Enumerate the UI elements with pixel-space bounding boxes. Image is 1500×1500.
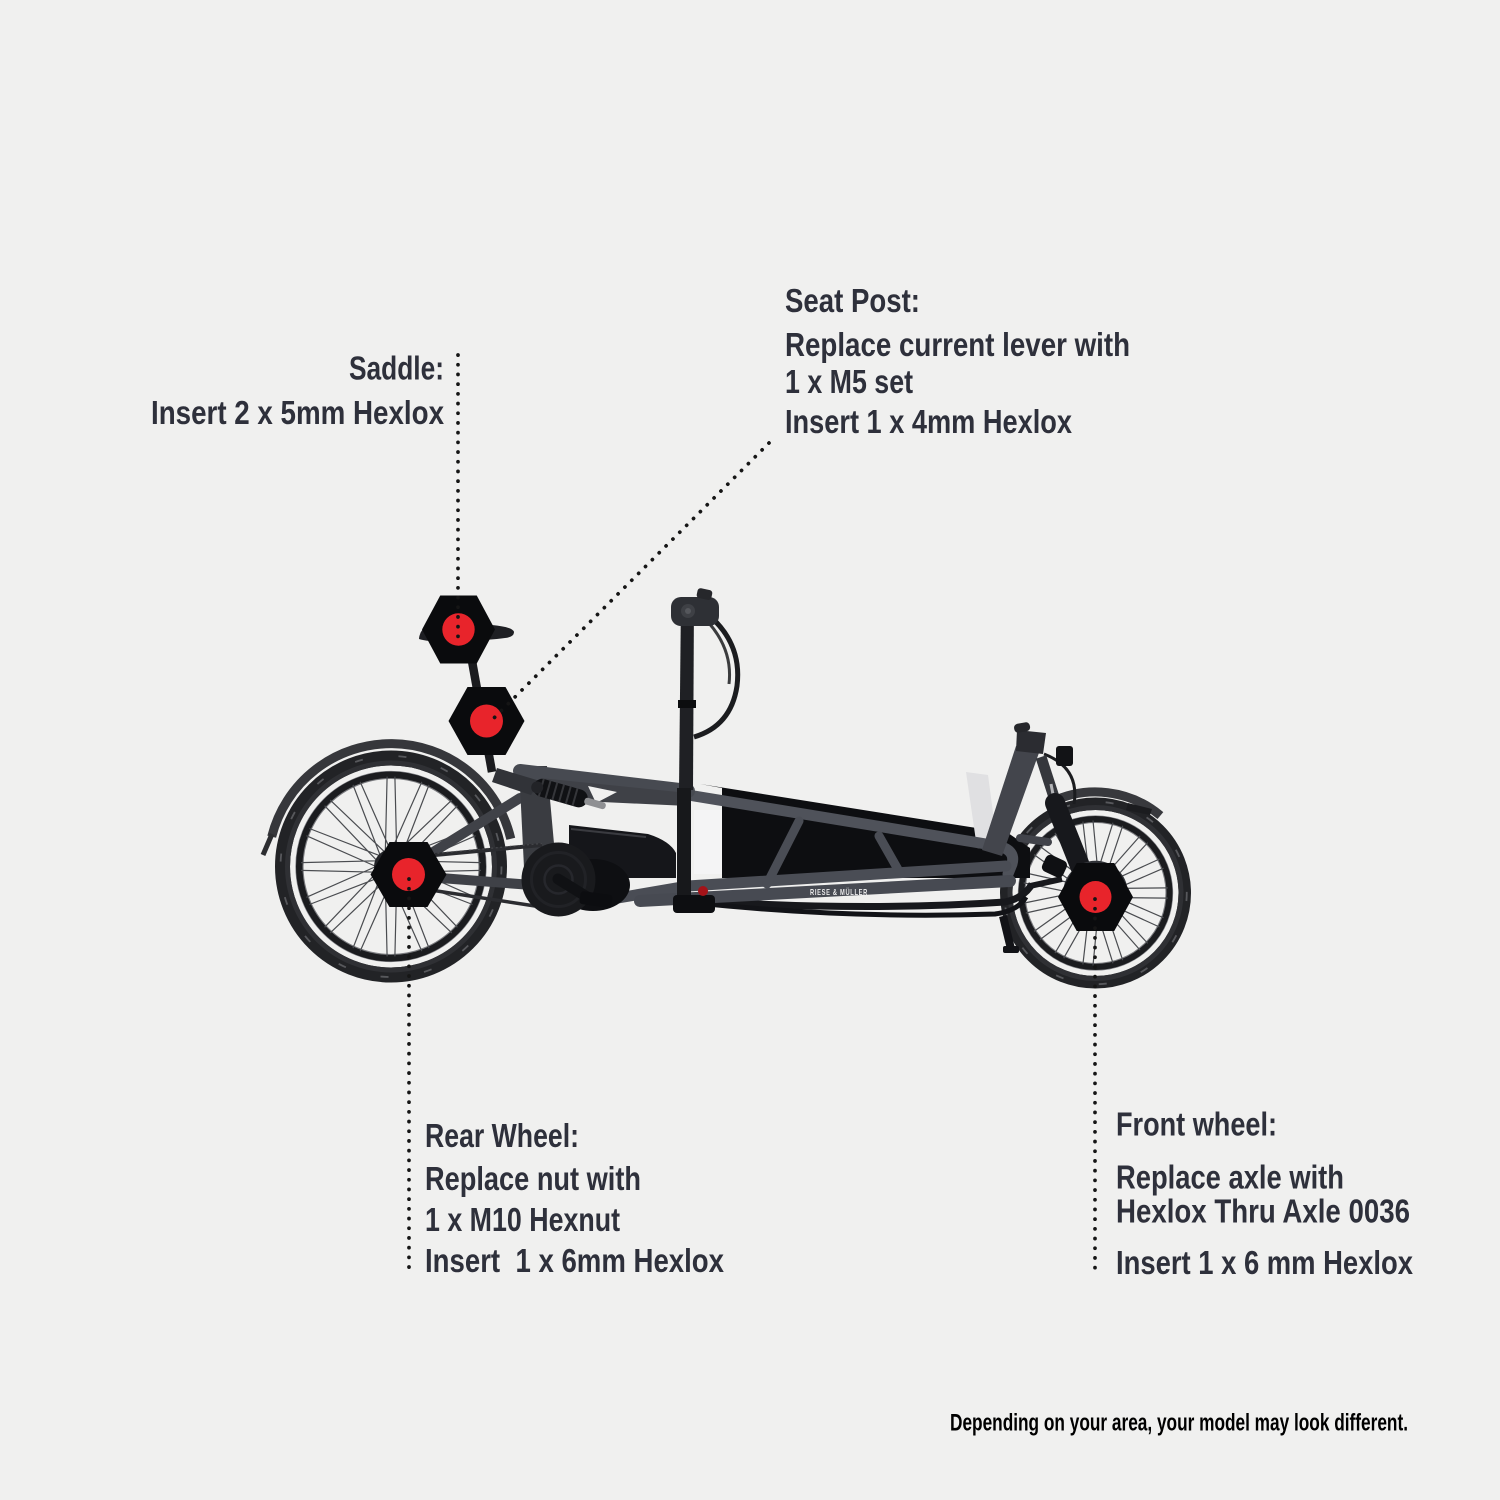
- svg-text:Replace current lever with: Replace current lever with: [785, 326, 1130, 363]
- svg-text:Saddle:: Saddle:: [349, 350, 444, 387]
- svg-text:Insert 1 x 6 mm Hexlox: Insert 1 x 6 mm Hexlox: [1116, 1244, 1414, 1281]
- svg-text:Hexlox Thru Axle 0036: Hexlox Thru Axle 0036: [1116, 1193, 1410, 1230]
- svg-text:Front wheel:: Front wheel:: [1116, 1106, 1277, 1143]
- svg-text:Insert 1 x 4mm Hexlox: Insert 1 x 4mm Hexlox: [785, 403, 1073, 440]
- svg-text:Insert 2 x 5mm Hexlox: Insert 2 x 5mm Hexlox: [151, 394, 445, 431]
- svg-text:1 x M10 Hexnut: 1 x M10 Hexnut: [425, 1201, 620, 1238]
- svg-text:RIESE & MÜLLER: RIESE & MÜLLER: [810, 887, 868, 897]
- svg-text:Replace nut with: Replace nut with: [425, 1160, 641, 1197]
- svg-text:Insert 1 x 6mm Hexlox: Insert 1 x 6mm Hexlox: [425, 1242, 725, 1279]
- svg-text:Rear Wheel:: Rear Wheel:: [425, 1117, 579, 1154]
- svg-text:Replace axle with: Replace axle with: [1116, 1158, 1344, 1195]
- svg-text:Seat Post:: Seat Post:: [785, 282, 920, 319]
- svg-text:1 x M5 set: 1 x M5 set: [785, 363, 913, 400]
- svg-text:Depending on your area, your m: Depending on your area, your model may l…: [950, 1410, 1408, 1437]
